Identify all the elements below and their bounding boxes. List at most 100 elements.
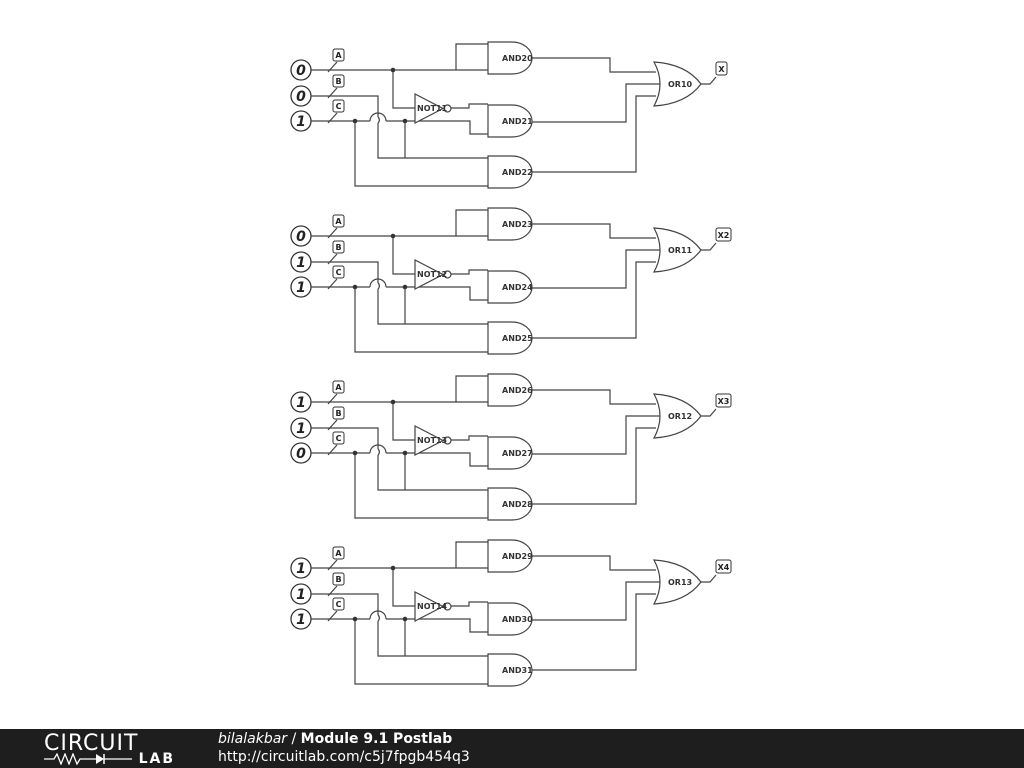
input-source[interactable]: 1B	[290, 240, 345, 273]
input-label-leader	[327, 61, 338, 73]
wire-jumper	[369, 444, 387, 454]
footer-bar: CIRCUIT LAB bilalakbar / Module 9.1 Post…	[0, 729, 1024, 768]
input-source[interactable]: 0B	[290, 74, 345, 107]
wire	[386, 618, 488, 633]
not-gate-body	[414, 259, 445, 290]
wire	[330, 95, 379, 117]
input-value: 0	[296, 89, 306, 105]
input-label-tag	[332, 240, 345, 254]
input-label: A	[335, 51, 342, 60]
wire	[455, 209, 488, 236]
wire	[532, 249, 661, 289]
wire	[700, 574, 717, 583]
and-gate-body	[487, 602, 533, 636]
wire	[451, 269, 488, 275]
footer-url[interactable]: http://circuitlab.com/c5j7fpgb454q3	[218, 749, 470, 765]
wire	[377, 289, 488, 325]
and-gate-body	[487, 155, 533, 189]
input-source[interactable]: 1A	[290, 546, 345, 579]
wire	[532, 95, 656, 173]
wire-jumper	[369, 610, 387, 620]
and-gate: AND21	[487, 104, 533, 138]
wire	[377, 621, 488, 657]
or-gate-body	[652, 559, 702, 605]
and-gate: AND20	[487, 41, 533, 75]
wire	[532, 581, 661, 621]
input-source[interactable]: 0C	[290, 431, 345, 464]
input-label-tag	[332, 572, 345, 586]
wire	[392, 568, 415, 607]
circuitlab-logo[interactable]: CIRCUIT LAB	[44, 731, 179, 767]
not-gate-bubble	[443, 104, 452, 113]
and-gate: AND27	[487, 436, 533, 470]
input-label-leader	[327, 112, 338, 124]
wire-junction	[390, 233, 396, 239]
not-gate-label: NOT13	[417, 436, 447, 445]
footer-project-title[interactable]: Module 9.1 Postlab	[300, 731, 453, 747]
input-source[interactable]: 0A	[290, 48, 345, 81]
input-value: 0	[296, 446, 306, 462]
output-label: X2	[718, 231, 730, 240]
input-label-leader	[327, 610, 338, 622]
input-source[interactable]: 1A	[290, 380, 345, 413]
not-gate-body	[414, 591, 445, 622]
input-label: B	[335, 243, 341, 252]
not-gate: NOT11	[414, 93, 452, 124]
wire	[455, 541, 488, 568]
input-source[interactable]: 1B	[290, 406, 345, 439]
and-gate-label: AND31	[502, 666, 533, 675]
and-gate: AND25	[487, 321, 533, 355]
wire-junction	[390, 565, 396, 571]
input-label: A	[335, 549, 342, 558]
and-gate-label: AND26	[502, 386, 533, 395]
input-source[interactable]: 1B	[290, 572, 345, 605]
input-label-tag	[332, 546, 345, 560]
and-gate: AND29	[487, 539, 533, 573]
and-gate-body	[487, 270, 533, 304]
not-gate-label: NOT14	[417, 602, 448, 611]
input-label-leader	[327, 253, 338, 265]
wire	[532, 57, 656, 73]
wire	[392, 402, 415, 441]
input-label-tag	[332, 406, 345, 420]
wire	[532, 555, 656, 571]
and-gate: AND24	[487, 270, 533, 304]
output-label-tag: X2	[715, 227, 732, 242]
or-gate: OR11	[652, 227, 702, 273]
logo-wordmark-bottom: LAB	[138, 751, 175, 767]
input-source[interactable]: 1C	[290, 597, 345, 630]
input-label: A	[335, 383, 342, 392]
and-gate-label: AND30	[502, 615, 533, 624]
output-label-tag: X	[715, 61, 728, 76]
wire-junction	[390, 67, 396, 73]
wire-jumper	[377, 614, 380, 622]
and-gate-body	[487, 487, 533, 521]
wire	[455, 375, 488, 402]
not-gate-body	[414, 93, 445, 124]
wire	[377, 123, 488, 159]
and-gate-body	[487, 373, 533, 407]
wire	[451, 435, 488, 441]
input-label-tag	[332, 431, 345, 445]
and-gate-label: AND23	[502, 220, 533, 229]
wire	[451, 601, 488, 607]
wire	[532, 223, 656, 239]
input-value: 0	[296, 229, 306, 245]
wire	[392, 236, 415, 275]
and-gate-label: AND21	[502, 117, 533, 126]
input-source[interactable]: 1C	[290, 99, 345, 132]
and-gate: AND28	[487, 487, 533, 521]
wire	[532, 593, 656, 671]
wire	[330, 593, 379, 615]
and-gate-label: AND29	[502, 552, 533, 561]
input-label: B	[335, 575, 341, 584]
wire-jumper	[377, 116, 380, 124]
footer-username[interactable]: bilalakbar	[218, 731, 288, 747]
input-source[interactable]: 1C	[290, 265, 345, 298]
and-gate-body	[487, 207, 533, 241]
wire-junction	[402, 118, 408, 124]
input-source[interactable]: 0A	[290, 214, 345, 247]
